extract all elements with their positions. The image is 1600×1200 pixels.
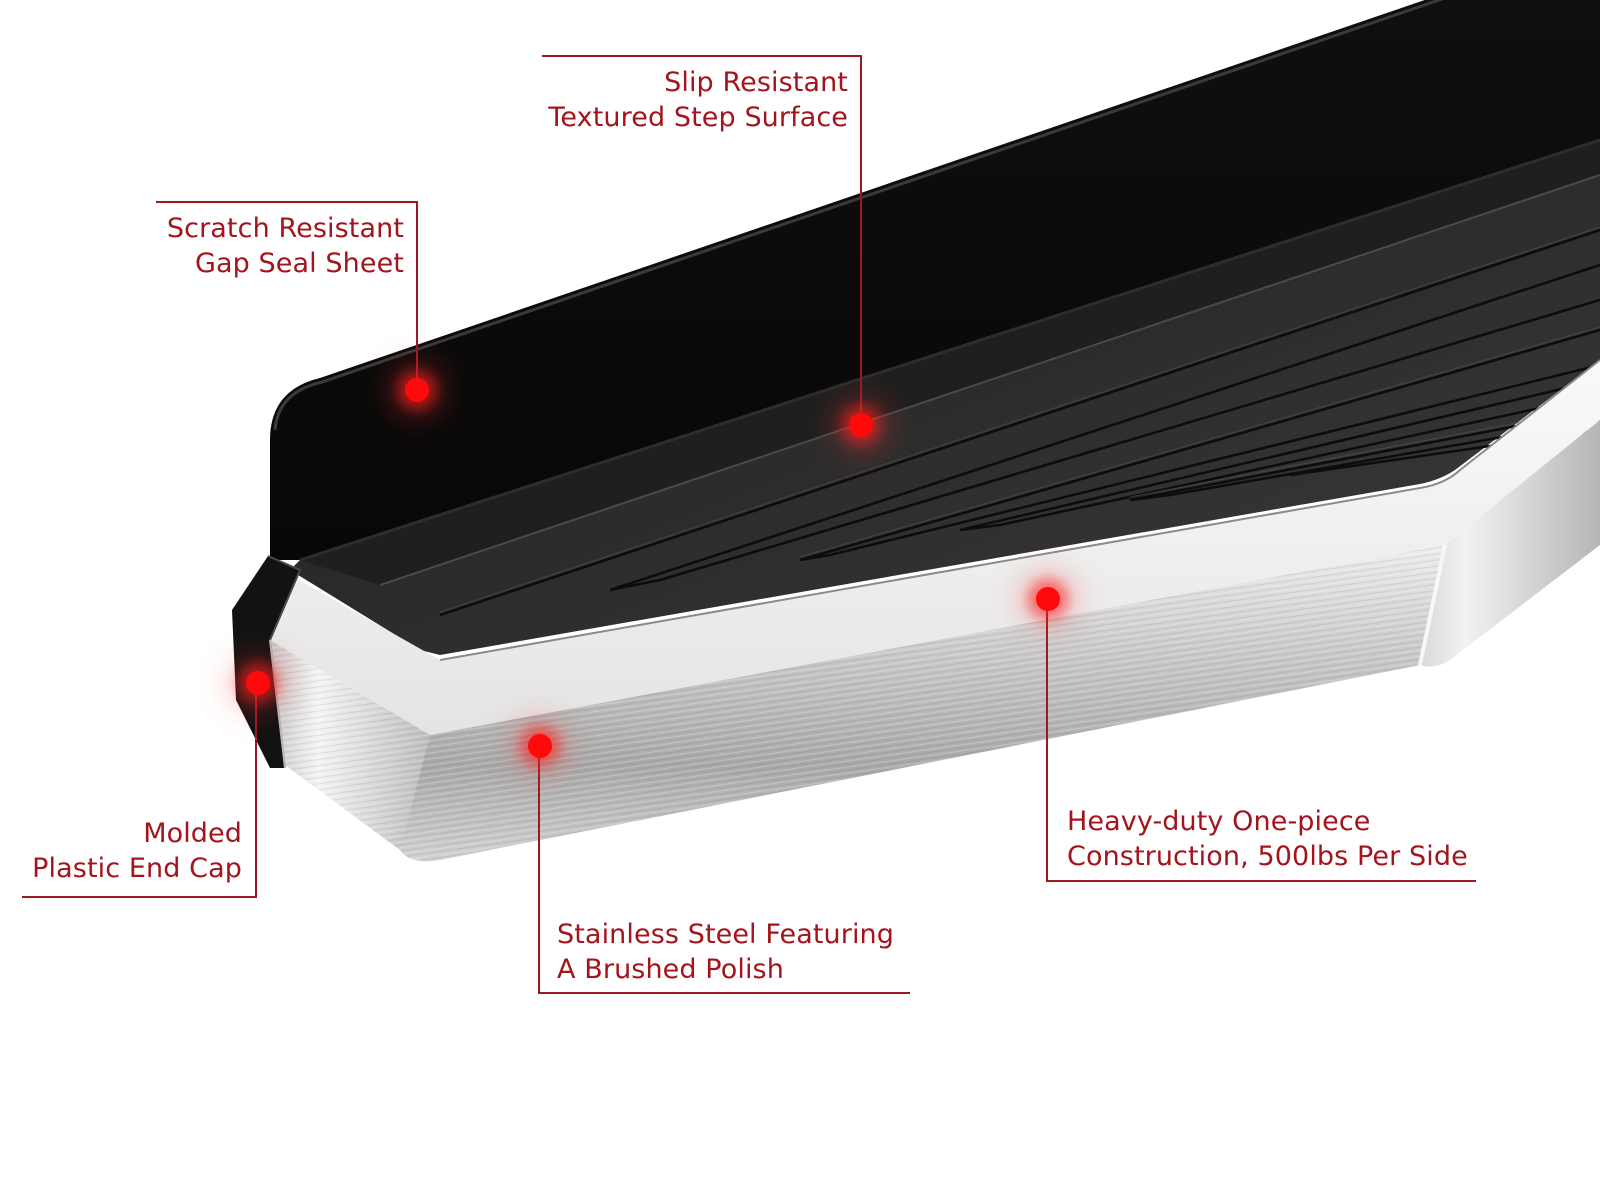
callout-leader-stainless-v	[538, 746, 540, 994]
callout-leader-heavy-duty-v	[1046, 599, 1048, 882]
callout-leader-slip-resistant-v	[860, 55, 862, 425]
hotspot-dot-icon	[528, 734, 552, 758]
callout-line: Heavy-duty One-piece	[1067, 806, 1371, 837]
callout-leader-stainless-h	[538, 992, 910, 994]
steel-right-end	[1420, 420, 1600, 667]
callout-line: Gap Seal Sheet	[194, 248, 404, 279]
callout-leader-slip-resistant-h	[542, 55, 862, 57]
hotspot-dot-icon	[405, 378, 429, 402]
callout-line: Stainless Steel Featuring	[557, 919, 895, 950]
callout-slip-resistant: Slip Resistant Textured Step Surface	[540, 65, 848, 135]
callout-scratch-resistant: Scratch Resistant Gap Seal Sheet	[150, 211, 404, 281]
callout-line: Molded	[143, 818, 242, 849]
callout-heavy-duty: Heavy-duty One-piece Construction, 500lb…	[1067, 804, 1477, 874]
callout-leader-heavy-duty-h	[1046, 880, 1476, 882]
callout-line: Construction, 500lbs Per Side	[1067, 841, 1468, 872]
callout-line: Textured Step Surface	[548, 102, 848, 133]
steel-top-band	[270, 360, 1600, 735]
hotspot-dot-icon	[1036, 587, 1060, 611]
callout-line: A Brushed Polish	[557, 954, 784, 985]
callout-line: Plastic End Cap	[32, 853, 242, 884]
hotspot-dot-icon	[246, 671, 270, 695]
callout-line: Slip Resistant	[664, 67, 848, 98]
callout-end-cap: Molded Plastic End Cap	[20, 816, 242, 886]
hotspot-dot-icon	[849, 413, 873, 437]
callout-stainless-steel: Stainless Steel Featuring A Brushed Poli…	[557, 917, 897, 987]
callout-leader-end-cap-v	[255, 683, 257, 898]
callout-line: Scratch Resistant	[166, 213, 404, 244]
callout-leader-end-cap-h	[22, 896, 257, 898]
gap-seal-wall	[270, 0, 1600, 560]
callout-leader-scratch-resistant-h	[156, 201, 418, 203]
callout-leader-scratch-resistant-v	[416, 201, 418, 390]
